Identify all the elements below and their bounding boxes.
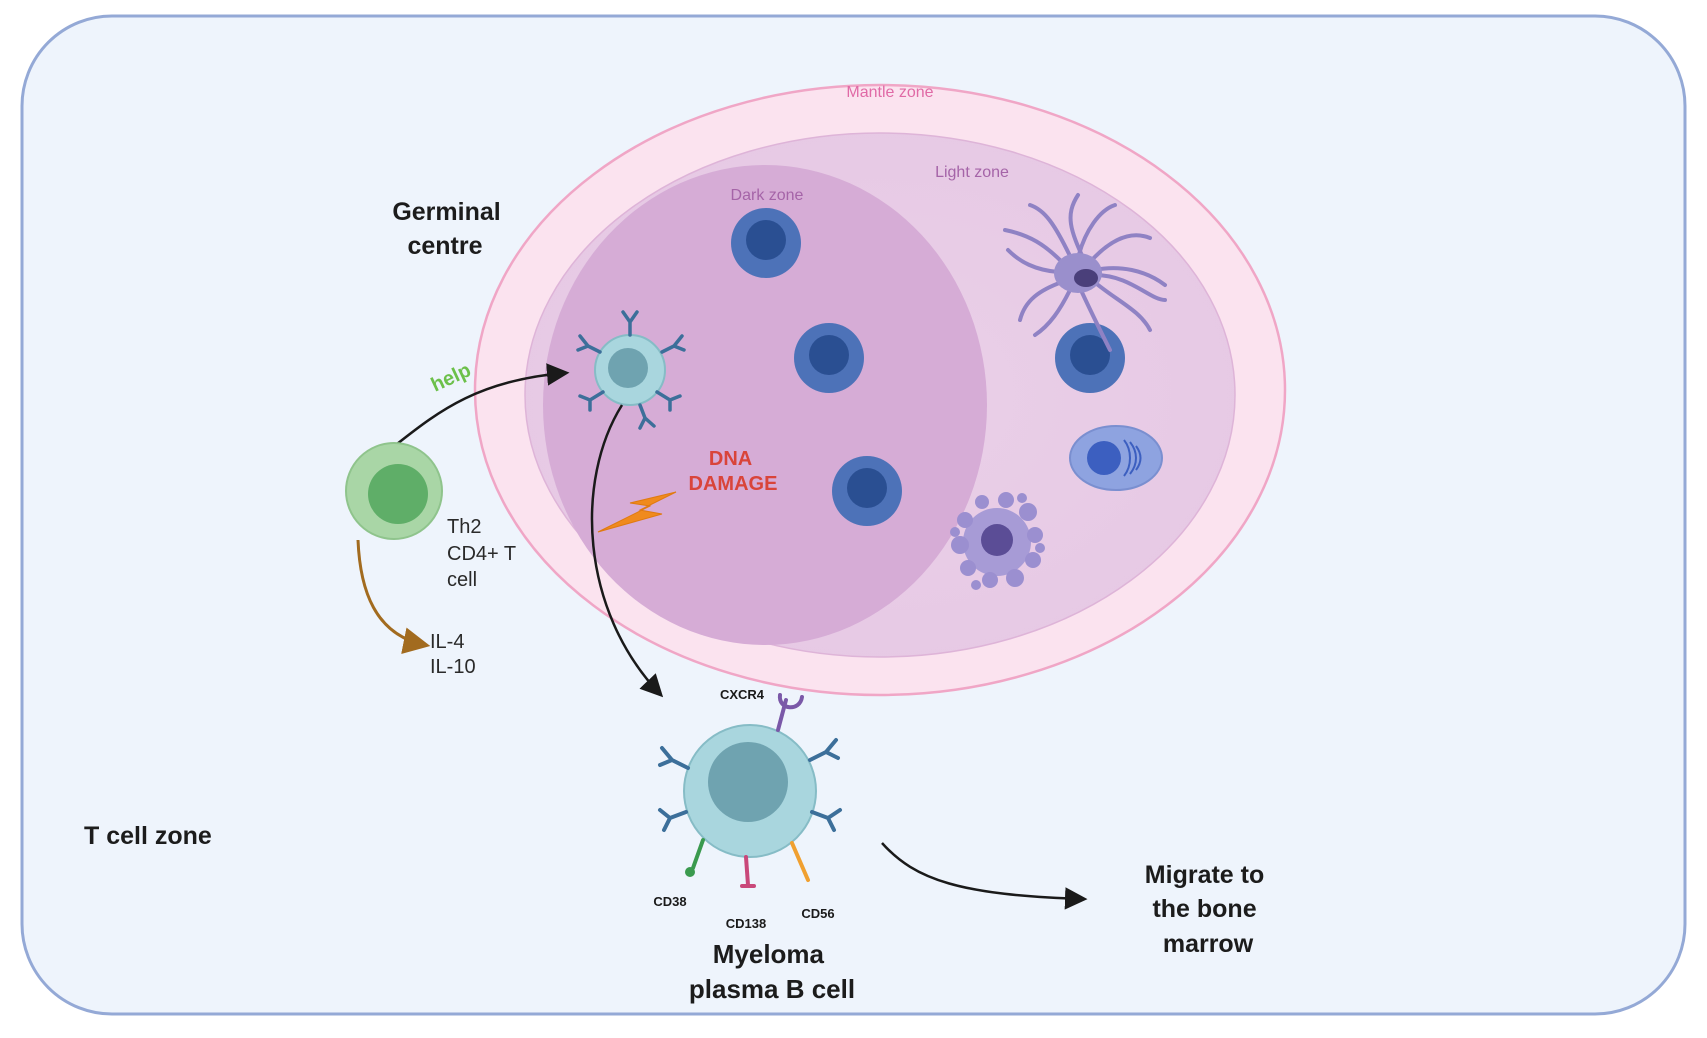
- dna-damage-line-2: DAMAGE: [689, 473, 778, 495]
- germinal-centre-label: Germinal centre: [392, 198, 507, 260]
- tingible-body-macrophage: [950, 492, 1045, 590]
- cd138-label: CD138: [726, 916, 766, 931]
- t-cell-zone-label: T cell zone: [84, 822, 212, 850]
- cytokine-il10: IL-10: [430, 656, 476, 678]
- mantle-zone-label: Mantle zone: [846, 84, 933, 101]
- migration-arrow: [881, 842, 1088, 910]
- plasma-cell-light-zone: [1069, 425, 1163, 491]
- help-arrow: [396, 363, 570, 445]
- migrate-line-2: the bone: [1152, 895, 1256, 923]
- cytokines-label: IL-4 IL-10: [430, 631, 476, 678]
- follicular-dendritic-cell: [1003, 193, 1167, 352]
- b-cell: [1055, 323, 1125, 393]
- myeloma-antibody-receptors: [658, 738, 842, 832]
- differentiation-arrow: [590, 404, 664, 698]
- dna-damage-label: DNA DAMAGE: [689, 448, 778, 495]
- germinal-centre-line-2: centre: [407, 232, 482, 260]
- th2-cell-label: Th2 CD4+ T cell: [447, 516, 521, 591]
- cd38-marker-head: [685, 867, 695, 877]
- myeloma-line-1: Myeloma: [713, 939, 825, 969]
- germinal-centre-line-1: Germinal: [392, 198, 500, 226]
- th2-line-3: cell: [447, 569, 477, 591]
- cd38-marker: [691, 838, 705, 870]
- cytokine-arrow: [356, 539, 431, 654]
- b-cell: [832, 456, 902, 526]
- cxcr4-label: CXCR4: [720, 687, 765, 702]
- migrate-line-1: Migrate to: [1145, 861, 1264, 889]
- cxcr4-receptor: [776, 693, 804, 732]
- myeloma-plasma-b-cell: [683, 724, 817, 858]
- cd138-marker: [740, 855, 756, 888]
- th2-line-2: CD4+ T: [447, 543, 516, 565]
- b-cell: [731, 208, 801, 278]
- light-zone-label: Light zone: [935, 164, 1009, 181]
- cd56-label: CD56: [801, 906, 834, 921]
- th2-line-1: Th2: [447, 516, 481, 538]
- dark-zone-label: Dark zone: [731, 187, 804, 204]
- cytokine-il4: IL-4: [430, 631, 464, 653]
- cd38-label: CD38: [653, 894, 686, 909]
- cd56-marker: [790, 841, 810, 882]
- lightning-icon: [597, 491, 677, 533]
- migrate-line-3: marrow: [1163, 930, 1254, 958]
- myeloma-label: Myeloma plasma B cell: [689, 939, 855, 1004]
- activated-b-cell: [594, 334, 666, 406]
- migrate-label: Migrate to the bone marrow: [1145, 861, 1271, 958]
- antibody-receptors: [576, 310, 686, 430]
- myeloma-line-2: plasma B cell: [689, 974, 855, 1004]
- dendritic-cell-nucleus: [1074, 269, 1098, 287]
- dna-damage-line-1: DNA: [709, 448, 752, 470]
- dark-zone: [543, 165, 987, 645]
- th2-cd4-t-cell: [345, 442, 443, 540]
- b-cell: [794, 323, 864, 393]
